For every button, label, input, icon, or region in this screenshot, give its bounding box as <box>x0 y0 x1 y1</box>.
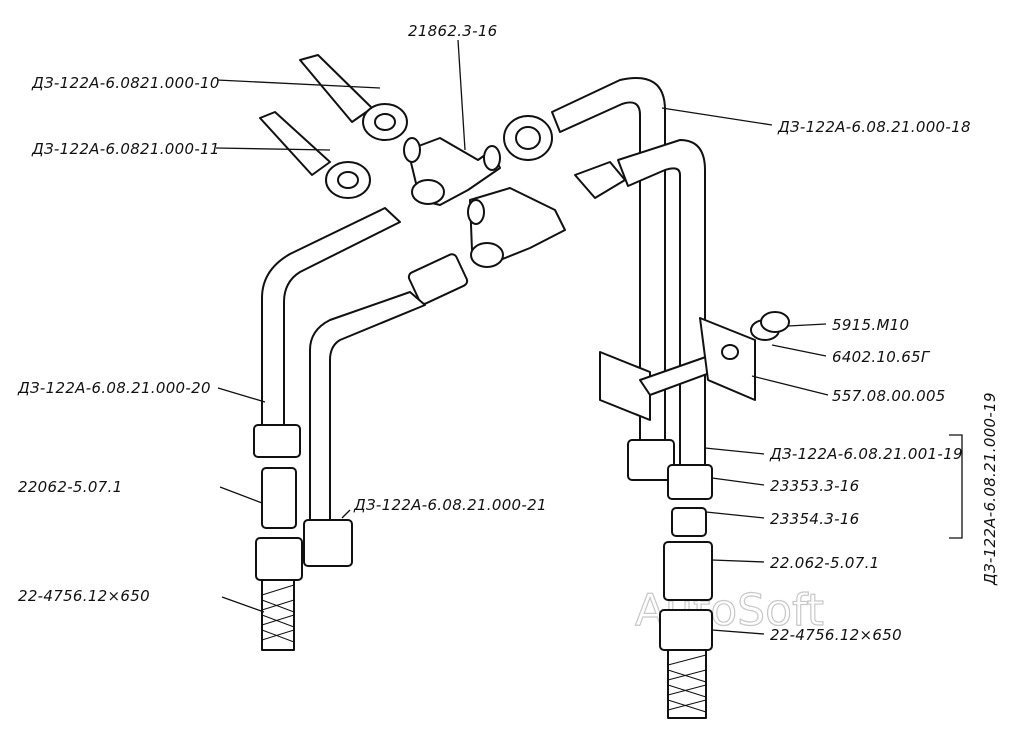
left-tee-fitting <box>403 137 501 206</box>
right-tee-fitting <box>467 187 566 268</box>
label-r7: 23354.3-16 <box>770 510 860 528</box>
label-l1: ДЗ-122А-6.0821.000-10 <box>31 74 220 92</box>
part-labels: 21862.3-16 ДЗ-122А-6.0821.000-10 ДЗ-122А… <box>17 22 999 644</box>
label-r2: 5915.М10 <box>832 316 909 334</box>
right-pipe-18 <box>503 77 675 481</box>
left-upper-hose-ends <box>259 54 408 199</box>
label-r1: ДЗ-122А-6.08.21.000-18 <box>777 118 971 136</box>
leader-lines <box>215 39 963 635</box>
label-r4: 557.08.00.005 <box>832 387 946 405</box>
label-r8: 22.062-5.07.1 <box>770 554 880 572</box>
label-r9: 22-4756.12×650 <box>770 626 902 644</box>
label-r5: ДЗ-122А-6.08.21.001-19 <box>769 445 963 463</box>
label-l4: 22062-5.07.1 <box>18 478 122 496</box>
label-top-tee: 21862.3-16 <box>408 22 498 40</box>
label-bracket-group: ДЗ-122А-6.08.21.000-19 <box>981 392 999 586</box>
left-pipe-20 <box>253 207 401 651</box>
label-r6: 23353.3-16 <box>770 477 860 495</box>
label-l5: 22-4756.12×650 <box>18 587 150 605</box>
clamp-bracket <box>599 311 790 421</box>
label-l3: ДЗ-122А-6.08.21.000-20 <box>17 379 211 397</box>
label-l2: ДЗ-122А-6.0821.000-11 <box>31 140 220 158</box>
label-l6: ДЗ-122А-6.08.21.000-21 <box>353 496 547 514</box>
label-r3: 6402.10.65Г <box>832 348 931 366</box>
left-pipe-21 <box>303 253 469 567</box>
